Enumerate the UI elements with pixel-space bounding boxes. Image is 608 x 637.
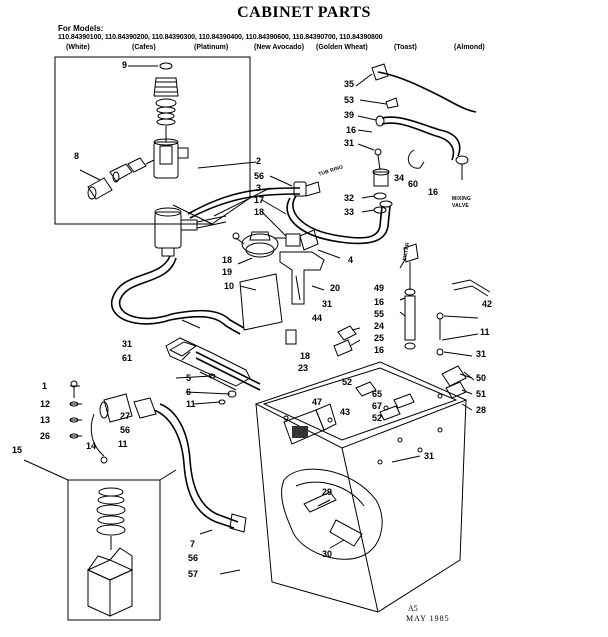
callout-16-top: 16	[346, 125, 357, 135]
color-cafes: (Cafes)	[132, 44, 156, 51]
callout-50: 50	[476, 373, 487, 383]
callout-51: 51	[476, 389, 487, 399]
callout-31-left: 31	[122, 339, 133, 349]
callout-35: 35	[344, 79, 355, 89]
callout-25: 25	[374, 333, 385, 343]
callout-67: 67	[372, 401, 383, 411]
callout-55: 55	[374, 309, 385, 319]
callout-57: 57	[188, 569, 199, 579]
callout-15: 15	[12, 445, 23, 455]
water-valve-assembly	[154, 181, 321, 257]
callout-1: 1	[42, 381, 48, 391]
callout-4: 4	[348, 255, 354, 265]
cabinet-body	[254, 361, 468, 613]
lower-left-hose	[69, 380, 247, 533]
callout-33: 33	[344, 207, 355, 217]
callout-49: 49	[374, 283, 385, 293]
valve-inset-box	[54, 56, 251, 225]
mixing-valve-assembly	[371, 63, 477, 214]
panel-part-10	[239, 273, 283, 331]
callout-20: 20	[330, 283, 341, 293]
pressure-switch	[232, 229, 325, 305]
footer-code: A5	[408, 604, 418, 613]
color-white: (White)	[66, 44, 90, 51]
footer-date: MAY 1985	[406, 614, 450, 623]
callout-18-lower: 18	[300, 351, 311, 361]
callout-52-top: 52	[342, 377, 353, 387]
callout-16-valve: 16	[428, 187, 439, 197]
callout-26: 26	[40, 431, 51, 441]
color-new-avocado: (New Avocado)	[254, 44, 305, 51]
callout-16-filter: 16	[374, 297, 385, 307]
callout-31-top: 31	[344, 138, 355, 148]
callout-56-coupling: 56	[120, 425, 131, 435]
callout-56-top: 56	[254, 171, 265, 181]
callout-5: 5	[186, 373, 192, 383]
leader-lines	[23, 73, 479, 575]
callout-31-mid: 31	[322, 299, 333, 309]
callout-23: 23	[298, 363, 309, 373]
callout-39: 39	[344, 110, 355, 120]
filter-tower	[285, 243, 419, 357]
callout-18-upper: 18	[254, 207, 265, 217]
callout-18-switch: 18	[222, 255, 233, 265]
callout-43: 43	[340, 407, 351, 417]
callout-17: 17	[254, 195, 265, 205]
model-numbers: 110.84390100, 110.84390200, 110.84390300…	[58, 34, 383, 41]
drain-hose-loop	[111, 255, 245, 335]
pump-inset-box	[67, 469, 177, 621]
callout-24: 24	[374, 321, 385, 331]
callout-12: 12	[40, 399, 51, 409]
callout-31-cabinet: 31	[424, 451, 435, 461]
callout-10: 10	[224, 281, 235, 291]
diagram-title: CABINET PARTS	[237, 4, 371, 21]
callout-65: 65	[372, 389, 383, 399]
callout-11-rail: 11	[186, 399, 196, 409]
mixing-valve-label-1: MIXING	[452, 196, 471, 202]
callout-11-right: 11	[480, 327, 490, 337]
callout-29: 29	[322, 487, 333, 497]
color-platinum: (Platinum)	[194, 44, 229, 51]
callout-47: 47	[312, 397, 323, 407]
callout-52-lower: 52	[372, 413, 383, 423]
callout-13: 13	[40, 415, 51, 425]
callout-7: 7	[190, 539, 196, 549]
bottom-rail	[165, 337, 261, 405]
callout-53: 53	[344, 95, 355, 105]
models-label: For Models:	[58, 24, 104, 33]
callout-30: 30	[322, 549, 333, 559]
callout-14: 14	[86, 441, 97, 451]
mixing-valve-label-2: VALVE	[452, 203, 469, 209]
callout-8: 8	[74, 151, 80, 161]
callout-16-lower: 16	[374, 345, 385, 355]
callout-42: 42	[482, 299, 493, 309]
callout-44: 44	[312, 313, 323, 323]
callout-34: 34	[394, 173, 405, 183]
callout-31-right: 31	[476, 349, 487, 359]
fill-hose	[286, 195, 393, 245]
callout-11-coupling: 11	[118, 439, 128, 449]
callout-9: 9	[122, 60, 128, 70]
color-golden-wheat: (Golden Wheat)	[316, 44, 368, 51]
color-almond: (Almond)	[454, 44, 485, 51]
callout-28: 28	[476, 405, 487, 415]
callout-61: 61	[122, 353, 133, 363]
callout-32: 32	[344, 193, 355, 203]
color-toast: (Toast)	[394, 44, 417, 51]
callout-60: 60	[408, 179, 419, 189]
callout-2: 2	[256, 156, 262, 166]
callout-19: 19	[222, 267, 233, 277]
callout-56-bottom: 56	[188, 553, 199, 563]
callout-3: 3	[256, 183, 262, 193]
callout-27: 27	[120, 411, 131, 421]
timer-block	[283, 403, 337, 445]
callout-6: 6	[186, 387, 192, 397]
cabinet-top-parts	[355, 381, 415, 421]
